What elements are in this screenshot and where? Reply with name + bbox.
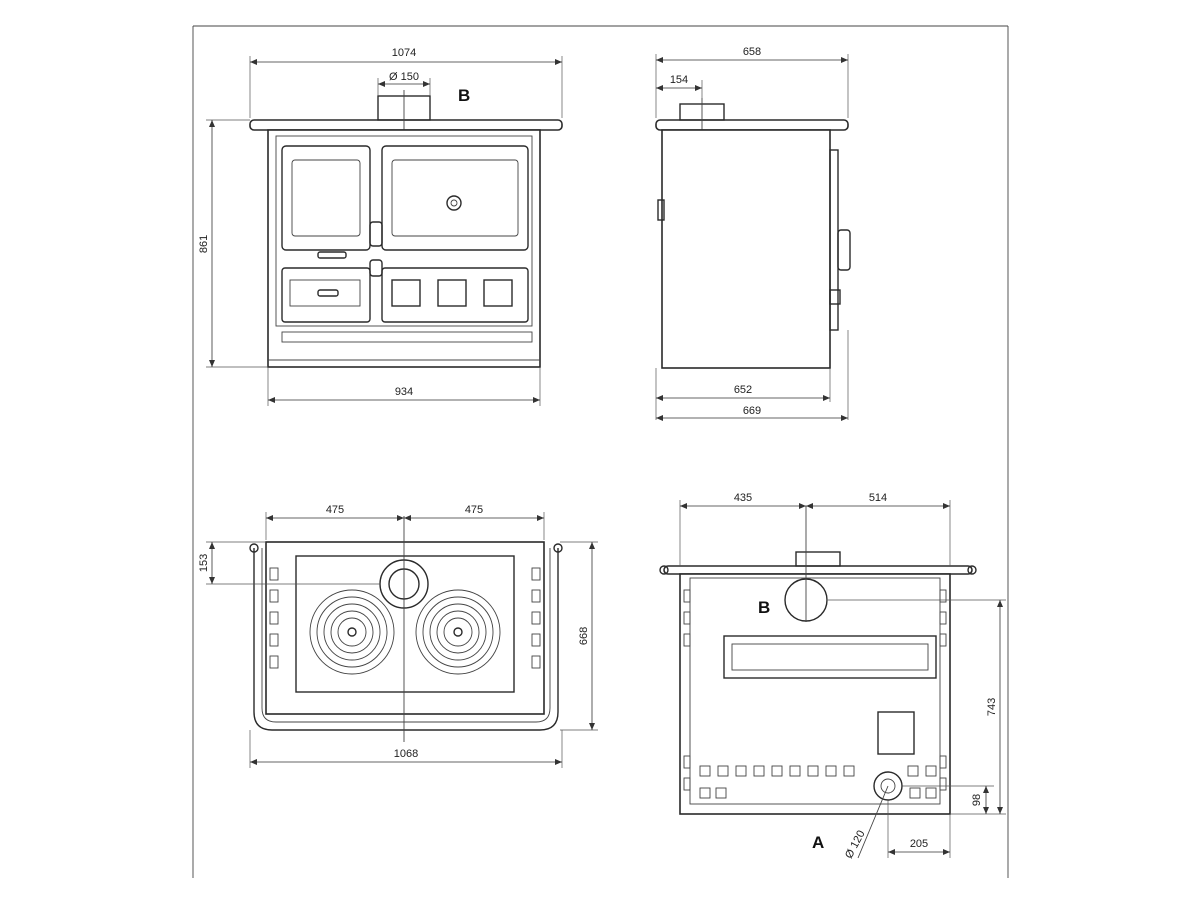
top-view: 475 475 153 668 1068 [198,504,598,768]
top-width-label: 1068 [394,748,418,760]
side-total-depth-label: 669 [743,405,761,417]
side-body-depth-label: 652 [734,384,752,396]
top-half-right-label: 475 [465,504,483,516]
front-height-label: 861 [198,235,210,253]
hotplate-right [415,589,501,675]
page-frame [192,25,1009,878]
rear-left-offset-label: 435 [734,492,752,504]
side-flue-offset-label: 154 [670,74,688,86]
top-flue-offset-label: 153 [198,554,210,572]
rear-air-a-label: A [812,833,824,852]
rear-view: B [659,492,1006,861]
hotplate-left [309,589,395,675]
side-top-depth-label: 658 [743,46,761,58]
rear-flue-b-label: B [758,598,770,617]
front-view: 1074 Ø 150 B 861 934 [198,47,563,406]
front-body-width-label: 934 [395,386,413,398]
rear-right-offset-label: 514 [869,492,887,504]
front-width-label: 1074 [392,47,416,59]
rear-view-vents [683,589,947,799]
top-view-vents [269,567,541,669]
rear-air-offset-label: 205 [910,838,928,850]
rear-air-height-label: 98 [971,794,983,806]
top-half-left-label: 475 [326,504,344,516]
front-flue-b-label: B [458,86,470,105]
top-depth-label: 668 [578,627,590,645]
front-flue-diameter-label: Ø 150 [389,71,419,83]
side-view: 658 154 652 669 [655,46,851,421]
rear-flue-height-label: 743 [986,698,998,716]
